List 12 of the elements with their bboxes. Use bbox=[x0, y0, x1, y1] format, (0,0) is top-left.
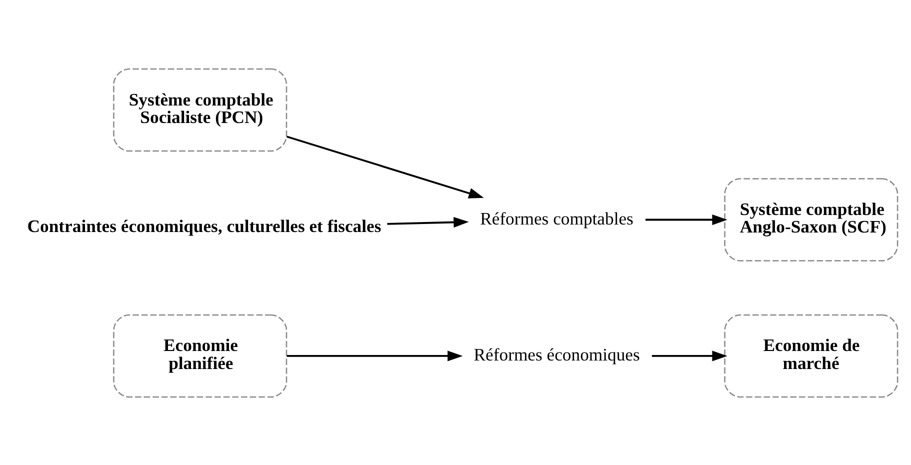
node-text: Réformes comptables bbox=[480, 208, 634, 228]
node-box: Economie planifiée bbox=[113, 314, 288, 398]
arrow bbox=[387, 216, 469, 228]
arrow bbox=[286, 135, 484, 198]
arrow bbox=[652, 350, 728, 361]
arrow bbox=[645, 214, 728, 225]
node-text: Contraintes économiques, culturelles et fiscales bbox=[27, 215, 382, 236]
node-box: Système comptable Socialiste (PCN) bbox=[113, 68, 288, 152]
node-text: Réformes économiques bbox=[474, 344, 640, 364]
arrow bbox=[286, 350, 463, 361]
node-box: Système comptable Anglo-Saxon (SCF) bbox=[724, 178, 898, 261]
node-box: Economie de marché bbox=[724, 314, 898, 398]
